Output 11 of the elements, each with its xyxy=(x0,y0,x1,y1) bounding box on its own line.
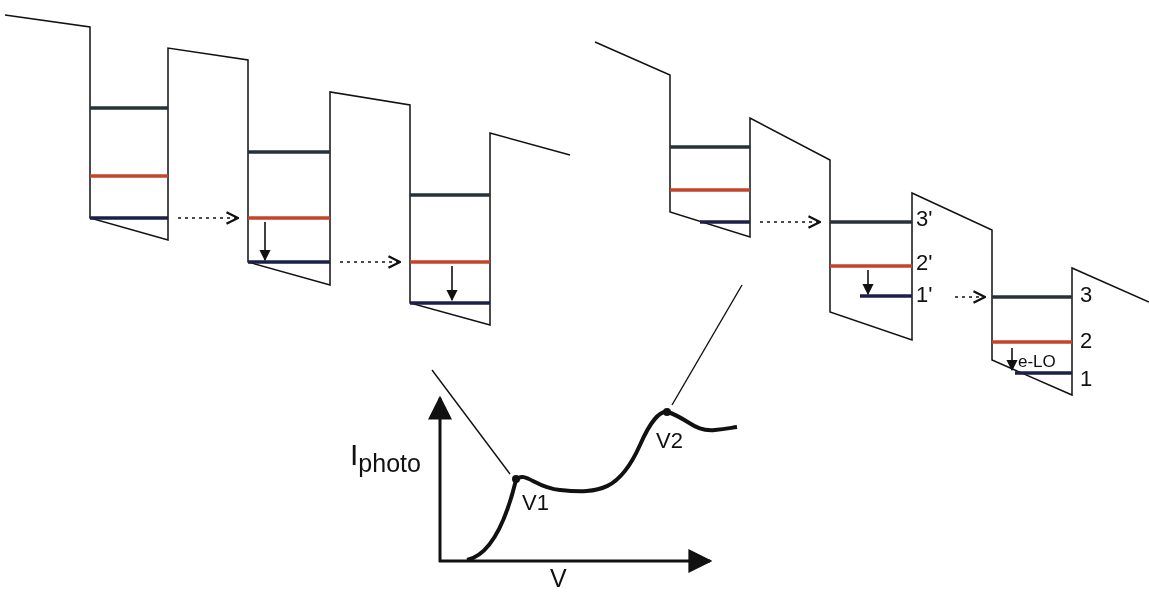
axis-label: V xyxy=(550,566,567,591)
level-label: 2' xyxy=(916,252,933,274)
transition-label: e-LO xyxy=(1018,353,1056,370)
level-label: 3' xyxy=(916,208,933,230)
level-label: 1 xyxy=(1080,368,1093,390)
peak-label: V1 xyxy=(522,492,549,514)
level-label: 2 xyxy=(1080,330,1093,352)
level-label: 1' xyxy=(916,284,933,306)
peak-label: V2 xyxy=(656,430,683,452)
axis-label: I$_{photo}$ xyxy=(350,440,421,476)
level-label: 3 xyxy=(1080,284,1093,306)
